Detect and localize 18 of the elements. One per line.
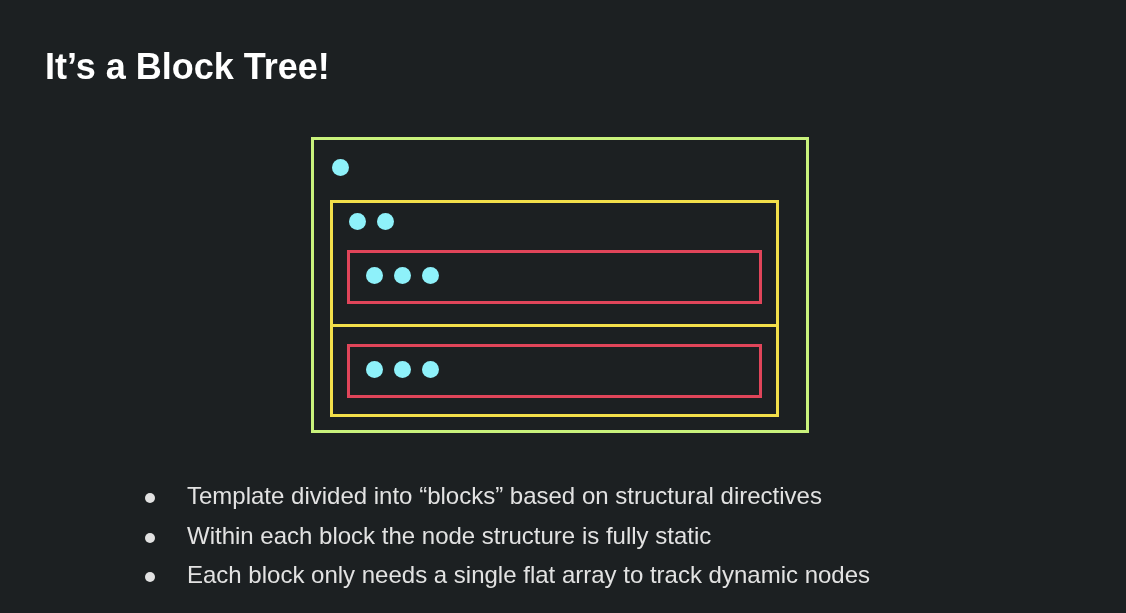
block-box — [311, 137, 809, 433]
bullet-text: Each block only needs a single flat array to track dynamic nodes — [187, 561, 871, 589]
node-dot — [377, 213, 394, 230]
node-dot — [349, 213, 366, 230]
node-dot — [394, 361, 411, 378]
bullet-text: Template divided into “blocks” based on structural directives — [187, 482, 822, 510]
slide-title: It’s a Block Tree! — [45, 46, 330, 88]
node-dot — [394, 267, 411, 284]
block-box — [330, 200, 779, 327]
node-dot — [366, 267, 383, 284]
node-dot — [332, 159, 349, 176]
block-box — [347, 250, 762, 304]
block-box — [330, 324, 779, 417]
bullet-text: Within each block the node structure is fully static — [187, 521, 712, 550]
block-box — [347, 344, 762, 398]
node-dot — [422, 267, 439, 284]
node-dot — [422, 361, 439, 378]
node-dot — [366, 361, 383, 378]
